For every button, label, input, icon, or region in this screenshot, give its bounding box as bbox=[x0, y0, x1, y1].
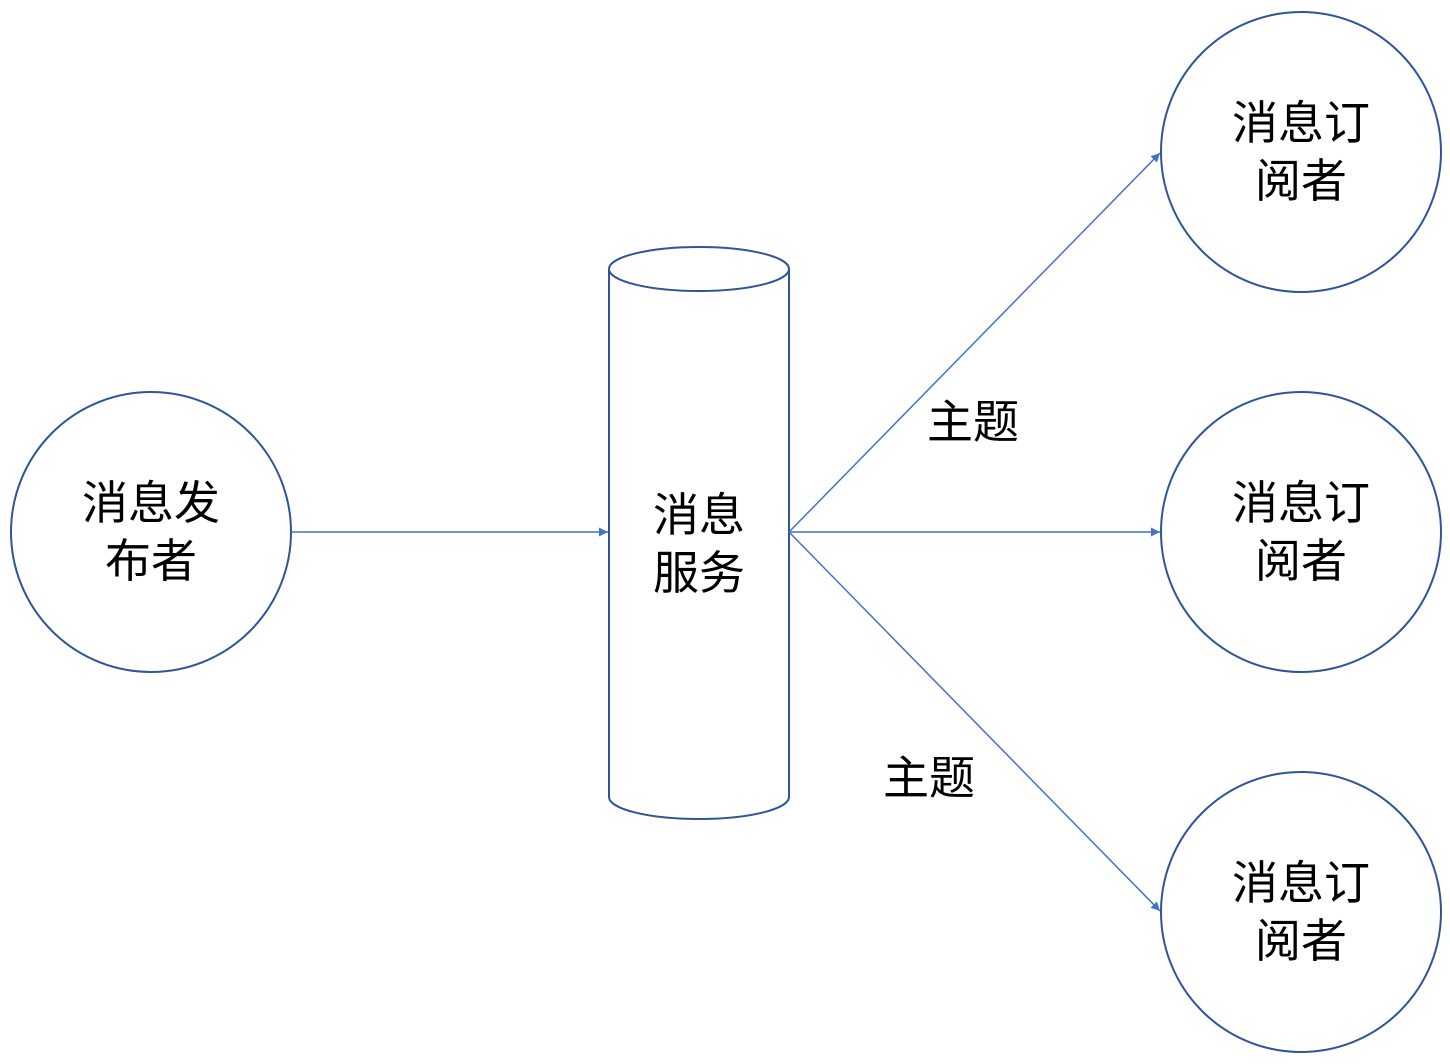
service-label-line1: 消息 bbox=[653, 488, 745, 542]
subscriber-label-1: 消息订 阅者 bbox=[1201, 94, 1401, 210]
subscriber-node-2 bbox=[1160, 391, 1442, 673]
publisher-label: 消息发 布者 bbox=[51, 474, 251, 590]
subscriber-label-3: 消息订 阅者 bbox=[1201, 854, 1401, 970]
subscriber-label-line1: 消息订 bbox=[1232, 476, 1370, 530]
edge-label-topic-1: 主题 bbox=[927, 395, 1019, 449]
service-label: 消息 服务 bbox=[599, 486, 799, 602]
arrow-service-to-subscriber-1 bbox=[788, 152, 1161, 533]
subscriber-node-1 bbox=[1160, 11, 1442, 293]
subscriber-label-line1: 消息订 bbox=[1232, 856, 1370, 910]
subscriber-label-line2: 阅者 bbox=[1255, 914, 1347, 968]
service-label-line2: 服务 bbox=[653, 546, 745, 600]
message-service-cylinder bbox=[608, 246, 790, 820]
subscriber-node-3 bbox=[1160, 771, 1442, 1053]
edge-label-topic-2: 主题 bbox=[883, 751, 975, 805]
publisher-label-line1: 消息发 bbox=[82, 476, 220, 530]
subscriber-label-2: 消息订 阅者 bbox=[1201, 474, 1401, 590]
subscriber-label-line2: 阅者 bbox=[1255, 534, 1347, 588]
subscriber-label-line1: 消息订 bbox=[1232, 96, 1370, 150]
subscriber-label-line2: 阅者 bbox=[1255, 154, 1347, 208]
publisher-label-line2: 布者 bbox=[105, 534, 197, 588]
arrow-service-to-subscriber-3 bbox=[788, 531, 1161, 912]
